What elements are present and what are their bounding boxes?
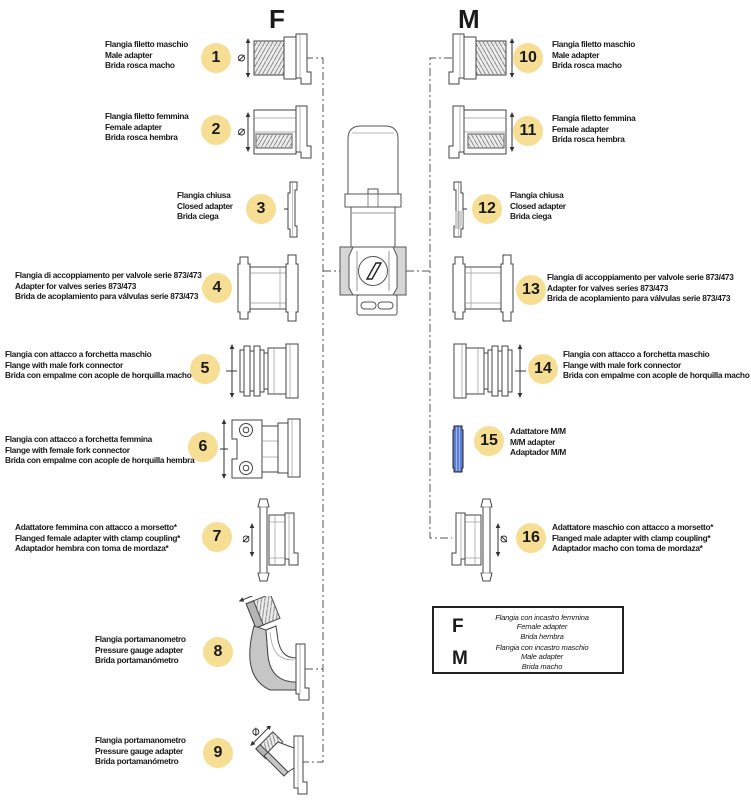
item-5-label: Flangia con attacco a forchetta maschio … xyxy=(5,349,192,381)
item-6-badge: 6 xyxy=(188,432,218,462)
part-2-drawing xyxy=(238,105,312,159)
item-15-label: Adattatore M/M M/M adapter Adaptador M/M xyxy=(510,426,567,458)
item-10-badge: 10 xyxy=(513,43,543,73)
item-8-badge: 8 xyxy=(203,637,233,667)
legend-text-f: Flangia con incastro femmina Female adap… xyxy=(495,613,589,641)
valve-drawing xyxy=(339,125,407,316)
part-6-drawing xyxy=(220,418,301,479)
left-rail xyxy=(297,57,324,763)
legend-box: F Flangia con incastro femmina Female ad… xyxy=(432,606,624,674)
part-5-drawing xyxy=(226,343,299,399)
item-4-badge: 4 xyxy=(202,273,232,303)
item-12-label: Flangia chiusa Closed adapter Brida cieg… xyxy=(510,190,566,222)
item-3-badge: 3 xyxy=(246,194,276,224)
legend-text-m: Flangia con incastro maschio Male adapte… xyxy=(495,643,589,671)
part-3-drawing xyxy=(284,181,298,238)
item-4-label: Flangia di accoppiamento per valvole ser… xyxy=(15,270,202,302)
item-16-label: Adattatore maschio con attacco a morsett… xyxy=(552,522,714,554)
item-12-badge: 12 xyxy=(472,194,502,224)
item-15-badge: 15 xyxy=(474,426,504,456)
item-1-label: Flangia filetto maschio Male adapter Bri… xyxy=(105,39,188,71)
item-5-badge: 5 xyxy=(190,354,220,384)
part-9-drawing xyxy=(250,726,308,795)
part-16-drawing xyxy=(451,498,507,582)
part-11-drawing xyxy=(448,105,522,159)
diameter-symbol-icon xyxy=(500,535,507,543)
diameter-symbol-icon xyxy=(238,128,245,136)
item-6-label: Flangia con attacco a forchetta femmina … xyxy=(5,434,195,466)
part-10-drawing xyxy=(448,33,522,85)
item-16-badge: 16 xyxy=(516,523,546,553)
item-13-badge: 13 xyxy=(516,275,546,305)
item-7-label: Adattatore femmina con attacco a morsett… xyxy=(15,522,181,554)
part-14-drawing xyxy=(453,343,526,399)
part-1-drawing xyxy=(238,33,312,85)
part-13-drawing xyxy=(452,254,514,322)
diameter-symbol-icon xyxy=(252,727,260,737)
item-1-badge: 1 xyxy=(201,43,231,73)
item-11-label: Flangia filetto femmina Female adapter B… xyxy=(552,113,636,145)
part-12-drawing xyxy=(453,181,467,238)
item-9-badge: 9 xyxy=(203,738,233,768)
column-header-f: F xyxy=(269,4,285,34)
item-8-label: Flangia portamanometro Pressure gauge ad… xyxy=(95,634,186,666)
diameter-symbol-icon xyxy=(243,535,250,543)
part-7-drawing xyxy=(243,498,299,582)
item-13-label: Flangia di accoppiamento per valvole ser… xyxy=(547,272,734,304)
column-header-m: M xyxy=(458,4,480,34)
item-10-label: Flangia filetto maschio Male adapter Bri… xyxy=(552,39,635,71)
part-8-drawing xyxy=(238,596,310,701)
item-11-badge: 11 xyxy=(513,116,543,146)
item-14-label: Flangia con attacco a forchetta maschio … xyxy=(563,349,750,381)
item-9-label: Flangia portamanometro Pressure gauge ad… xyxy=(95,735,186,767)
item-2-badge: 2 xyxy=(201,115,231,145)
item-7-badge: 7 xyxy=(202,522,232,552)
item-3-label: Flangia chiusa Closed adapter Brida cieg… xyxy=(177,190,233,222)
valve-logo-icon xyxy=(365,262,383,280)
item-2-label: Flangia filetto femmina Female adapter B… xyxy=(105,111,189,143)
legend-key-m: M xyxy=(452,648,468,669)
legend-key-f: F xyxy=(452,616,464,637)
diameter-symbol-icon xyxy=(238,54,245,62)
item-14-badge: 14 xyxy=(528,354,558,384)
part-15-drawing xyxy=(452,425,464,473)
right-rail xyxy=(429,57,452,539)
part-4-drawing xyxy=(237,254,299,322)
